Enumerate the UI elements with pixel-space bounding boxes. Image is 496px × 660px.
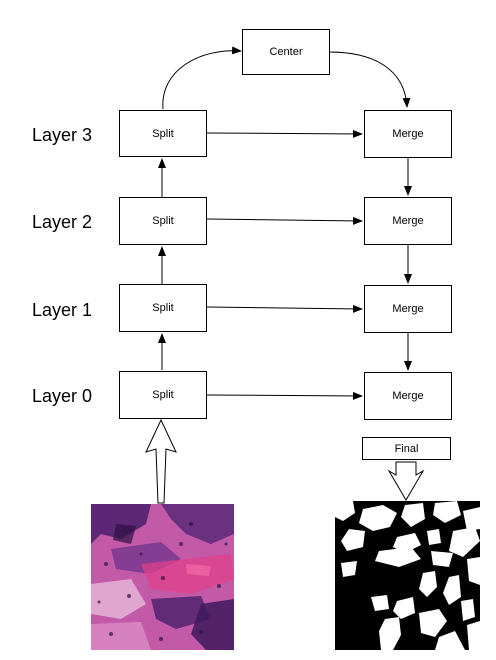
layer-2-label: Layer 2 (32, 212, 93, 232)
output-hollow-arrow (387, 461, 425, 501)
skip-arrow-layer-2 (206, 216, 363, 225)
merge-node-layer-1: Merge (364, 285, 452, 333)
layer-0-label: Layer 0 (32, 386, 93, 406)
center-node: Center (242, 29, 330, 75)
split-node-layer-0: Split (119, 371, 207, 419)
split-node-layer-2: Split (119, 197, 207, 245)
skip-arrow-layer-1 (206, 304, 363, 313)
split-node-layer-1: Split (119, 284, 207, 332)
skip-arrow-layer-0 (206, 391, 363, 400)
segmentation-mask-image (335, 501, 480, 650)
layer-1-label: Layer 1 (32, 300, 93, 320)
curve-split-3-to-center (162, 46, 242, 110)
final-node: Final (362, 437, 451, 460)
merge-node-layer-2: Merge (364, 197, 452, 245)
histology-input-image (91, 504, 234, 650)
merge-node-layer-0: Merge (364, 372, 452, 420)
merge-node-layer-3: Merge (364, 110, 452, 158)
curve-center-to-merge-3 (328, 51, 411, 108)
skip-arrow-layer-3 (206, 129, 363, 138)
input-hollow-arrow (145, 418, 177, 504)
split-node-layer-3: Split (119, 110, 207, 157)
layer-3-label: Layer 3 (32, 125, 93, 145)
